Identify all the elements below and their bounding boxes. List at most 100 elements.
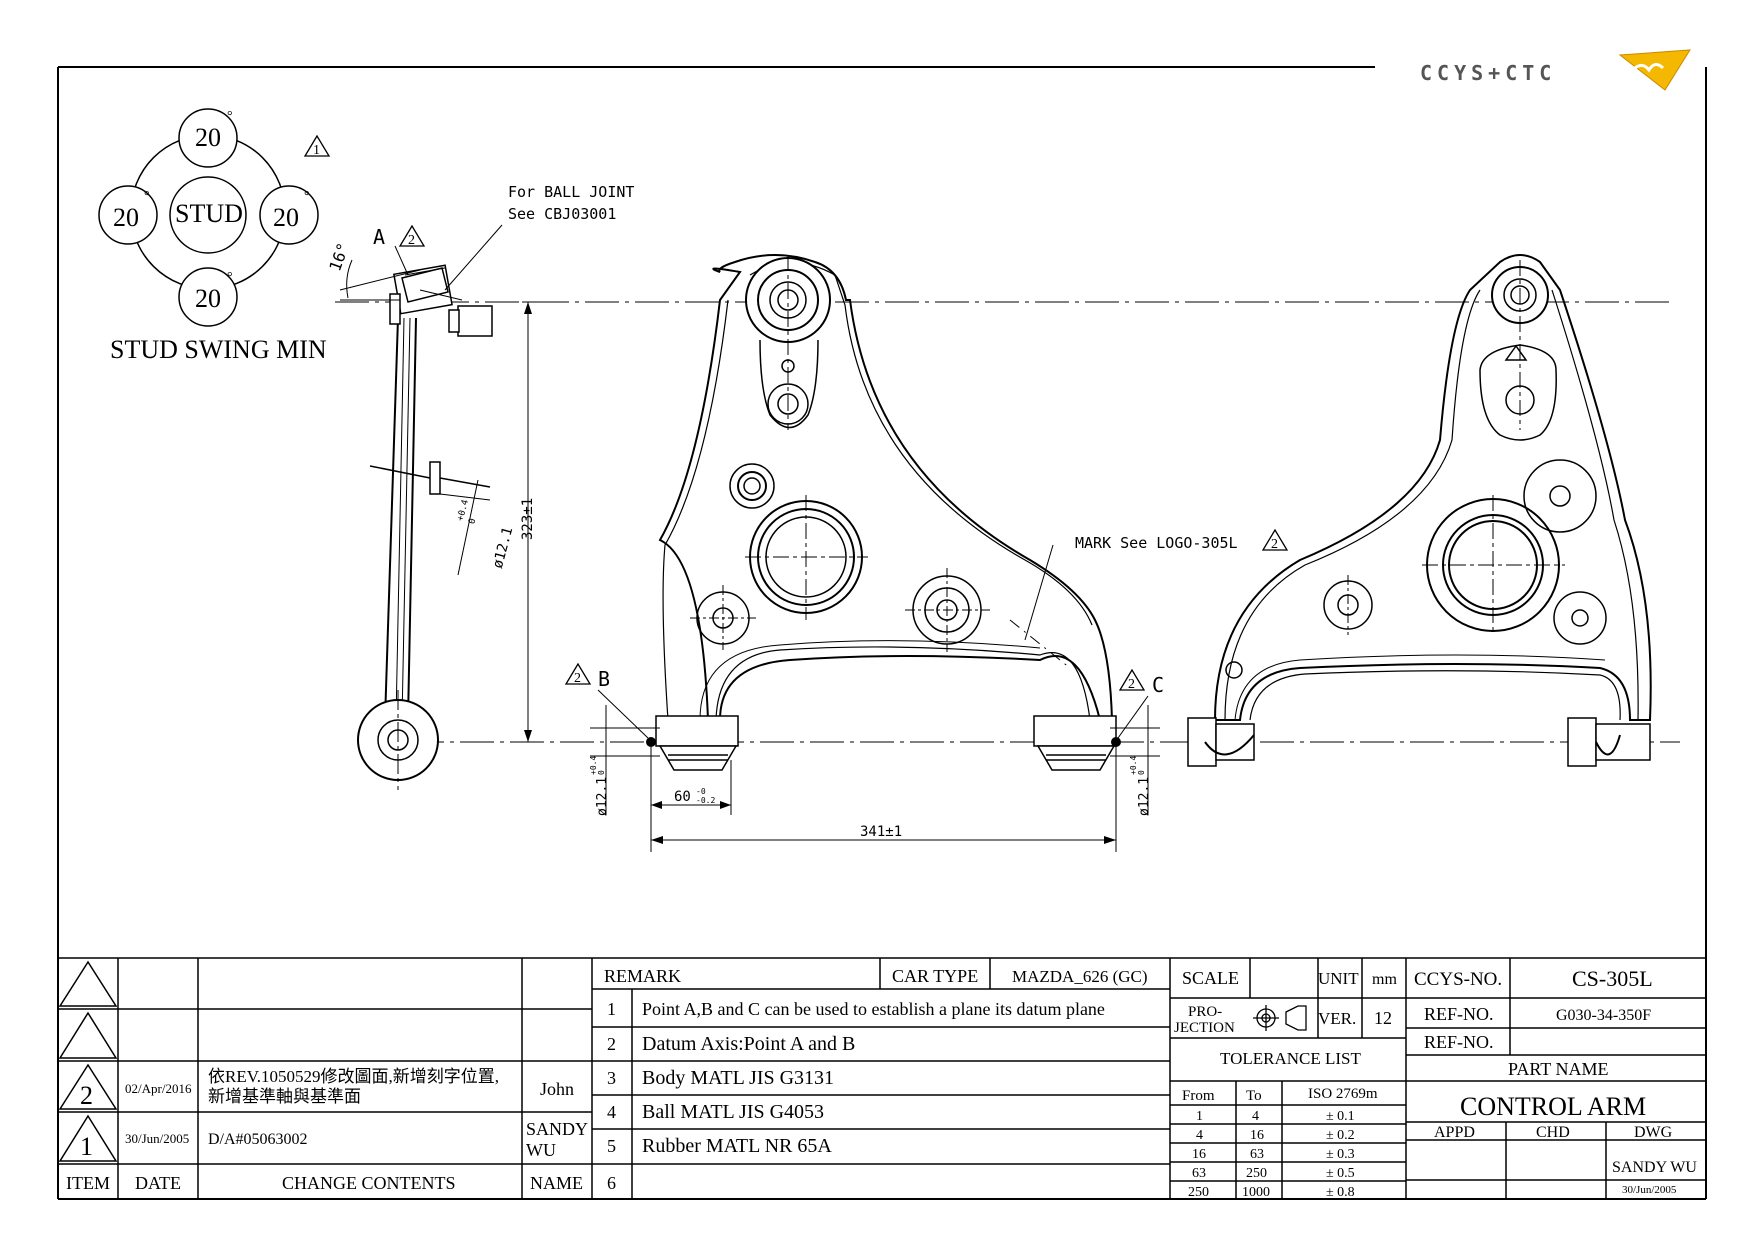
chd-label: CHD <box>1536 1124 1570 1141</box>
tolerance-title: TOLERANCE LIST <box>1220 1049 1361 1068</box>
left-dia-tol-upper: +0.4 <box>589 756 598 775</box>
rev-contents-2b: 新增基準軸與基準面 <box>208 1087 361 1106</box>
side-tol-lower: 0 <box>467 517 478 525</box>
part-name: CONTROL ARM <box>1460 1092 1646 1121</box>
remark-no-5: 5 <box>607 1136 616 1156</box>
rev-mark-2: 2 <box>80 1081 93 1110</box>
drawing-border <box>57 66 1707 1200</box>
tol-from-5: 250 <box>1188 1185 1209 1200</box>
tol-to-3: 63 <box>1250 1147 1264 1162</box>
tol-from-header: From <box>1182 1088 1215 1104</box>
ball-joint-note-1: For BALL JOINT <box>508 183 634 201</box>
revision-table: 2 02/Apr/2016 依REV.1050529修改圖面,新增刻字位置, 新… <box>66 1067 588 1193</box>
remark-no-6: 6 <box>607 1173 616 1193</box>
bush-tol-upper: -0 <box>696 787 706 796</box>
rev-mark: 2 <box>1271 537 1278 552</box>
remark-text-1: Point A,B and C can be used to establish… <box>642 999 1105 1019</box>
tol-value-1: ± 0.1 <box>1326 1109 1355 1124</box>
drawn-by: SANDY WU <box>1612 1159 1697 1176</box>
ccys-no-value: CS-305L <box>1572 966 1653 991</box>
left-diameter: ø12.1 <box>595 777 610 816</box>
projection-line-1: PRO- <box>1188 1004 1222 1020</box>
rev-b: 2 <box>574 671 581 686</box>
point-c-label: C <box>1152 673 1164 697</box>
degree-mark: ° <box>227 109 233 124</box>
rear-view <box>1187 254 1652 767</box>
rev-name-2: John <box>540 1079 574 1099</box>
tol-from-4: 63 <box>1192 1166 1206 1181</box>
tol-to-4: 250 <box>1246 1166 1267 1181</box>
rev-contents-1: D/A#05063002 <box>208 1131 308 1148</box>
rev-c: 2 <box>1128 677 1135 692</box>
degree-mark: ° <box>227 270 233 285</box>
tol-iso-header: ISO 2769m <box>1308 1086 1378 1102</box>
stud-swing-caption: STUD SWING MIN <box>110 335 327 364</box>
rev-mark-1: 1 <box>80 1132 93 1161</box>
header-name: NAME <box>530 1173 583 1193</box>
tol-from-1: 1 <box>1196 1109 1203 1124</box>
remark-no-1: 1 <box>607 999 616 1019</box>
side-diameter: ø12.1 <box>490 525 516 570</box>
ref-no-label-1: REF-NO. <box>1424 1004 1494 1024</box>
bush-width: 60 <box>674 789 691 805</box>
revision-triangle-icon <box>58 960 118 1007</box>
stud-swing-right: 20 <box>273 203 299 232</box>
header-item: ITEM <box>66 1173 110 1193</box>
company-logo: CCYS+CTC <box>1420 49 1691 91</box>
remarks-table: REMARK CAR TYPE MAZDA_626 (GC) 1 Point A… <box>604 966 1148 1193</box>
tol-value-3: ± 0.3 <box>1326 1147 1355 1162</box>
revision-triangle-icon <box>58 1011 118 1059</box>
remark-text-5: Rubber MATL NR 65A <box>642 1135 832 1157</box>
tol-from-2: 4 <box>1196 1128 1203 1143</box>
remark-text-3: Body MATL JIS G3131 <box>642 1067 834 1089</box>
title-block-grid <box>58 957 1706 1199</box>
ver-label: VER. <box>1318 1009 1356 1028</box>
unit-value: mm <box>1372 971 1397 988</box>
car-type-value: MAZDA_626 (GC) <box>1012 967 1148 986</box>
rev-name-1a: SANDY <box>526 1119 588 1139</box>
rev-name-1b: WU <box>526 1140 556 1160</box>
degree-mark: ° <box>304 189 310 204</box>
unit-label: UNIT <box>1318 969 1359 988</box>
front-view: MARK See LOGO-305L 2 2 B 2 C <box>520 254 1288 852</box>
stud-swing-bottom: 20 <box>195 284 221 313</box>
point-b-label: B <box>598 667 610 691</box>
ref-no-label-2: REF-NO. <box>1424 1032 1494 1052</box>
mark-note: MARK See LOGO-305L <box>1075 534 1238 552</box>
rev-date-1: 30/Jun/2005 <box>125 1131 189 1146</box>
right-dia-tol-upper: +0.4 <box>1129 756 1138 775</box>
bush-tol-lower: -0.2 <box>696 796 715 805</box>
width-dimension: 341±1 <box>860 824 902 840</box>
ccys-no-label: CCYS-NO. <box>1414 969 1502 990</box>
rev-date-2: 02/Apr/2016 <box>125 1081 192 1096</box>
right-dia-tol-lower: 0 <box>1137 770 1146 775</box>
header-contents: CHANGE CONTENTS <box>282 1173 456 1193</box>
remark-no-2: 2 <box>607 1034 616 1054</box>
tol-to-1: 4 <box>1252 1109 1259 1124</box>
part-name-label: PART NAME <box>1508 1059 1608 1079</box>
point-a-label: A <box>373 225 385 249</box>
tol-value-2: ± 0.2 <box>1326 1128 1355 1143</box>
dwg-label: DWG <box>1634 1124 1673 1141</box>
tol-to-2: 16 <box>1250 1128 1264 1143</box>
drawn-date: 30/Jun/2005 <box>1622 1184 1677 1196</box>
tol-value-4: ± 0.5 <box>1326 1166 1355 1181</box>
remark-no-4: 4 <box>607 1102 616 1122</box>
rev-a: 2 <box>408 233 415 248</box>
left-dia-tol-lower: 0 <box>597 770 606 775</box>
projection-line-2: JECTION <box>1174 1020 1235 1036</box>
stud-label: STUD <box>175 199 243 228</box>
revision-triangle-icon <box>58 1063 118 1110</box>
ref-no-value-1: G030-34-350F <box>1556 1007 1651 1024</box>
spec-table: SCALE UNIT mm PRO- JECTION VER. 12 TOLER… <box>1174 968 1397 1200</box>
tol-from-3: 16 <box>1192 1147 1206 1162</box>
tol-to-header: To <box>1246 1088 1262 1104</box>
rev-contents-2a: 依REV.1050529修改圖面,新增刻字位置, <box>208 1067 499 1086</box>
right-diameter: ø12.1 <box>1137 777 1152 816</box>
logo-text: CCYS+CTC <box>1420 61 1556 85</box>
tol-value-5: ± 0.8 <box>1326 1185 1355 1200</box>
remark-header: REMARK <box>604 966 681 986</box>
scale-label: SCALE <box>1182 968 1239 988</box>
title-block: CCYS-NO. CS-305L REF-NO. G030-34-350F RE… <box>1414 966 1697 1196</box>
